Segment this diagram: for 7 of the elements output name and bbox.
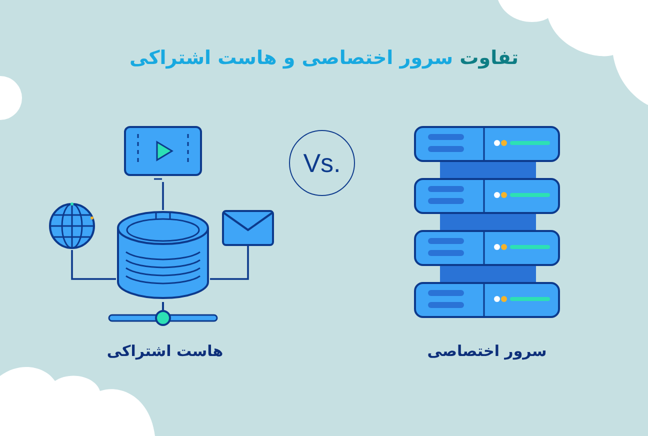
title: تفاوت سرور اختصاصی و هاست اشتراکی [129,46,519,71]
vs-badge: Vs. [289,130,355,196]
node-label: هاست اشتراکی [106,340,224,362]
connector-line [210,246,249,280]
connector-line [162,182,164,210]
node-label: سرور اختصاصی [427,340,547,362]
connector-line [71,250,116,280]
